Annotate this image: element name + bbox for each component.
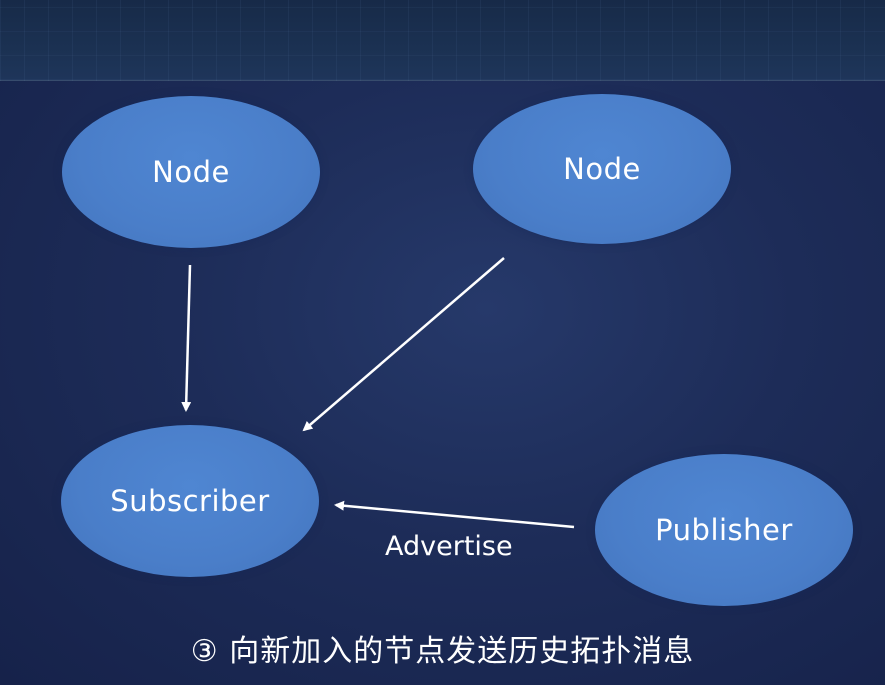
arrow-node-to-subscriber (181, 264, 192, 412)
advertise-label: Advertise (385, 531, 513, 562)
node-subscriber-label: Subscriber (110, 484, 270, 518)
node-publisher-label: Publisher (655, 513, 793, 547)
node-top-left: Node (62, 96, 320, 248)
arrow-node2-to-subscriber (302, 257, 505, 432)
arrow-publisher-to-subscriber (334, 500, 575, 529)
node-publisher: Publisher (595, 454, 853, 606)
node-subscriber: Subscriber (61, 425, 319, 577)
node-top-left-label: Node (152, 155, 230, 189)
slide-caption: ③ 向新加入的节点发送历史拓扑消息 (190, 634, 695, 669)
header-band (0, 0, 885, 81)
node-top-right-label: Node (563, 152, 641, 186)
node-top-right: Node (473, 94, 731, 244)
